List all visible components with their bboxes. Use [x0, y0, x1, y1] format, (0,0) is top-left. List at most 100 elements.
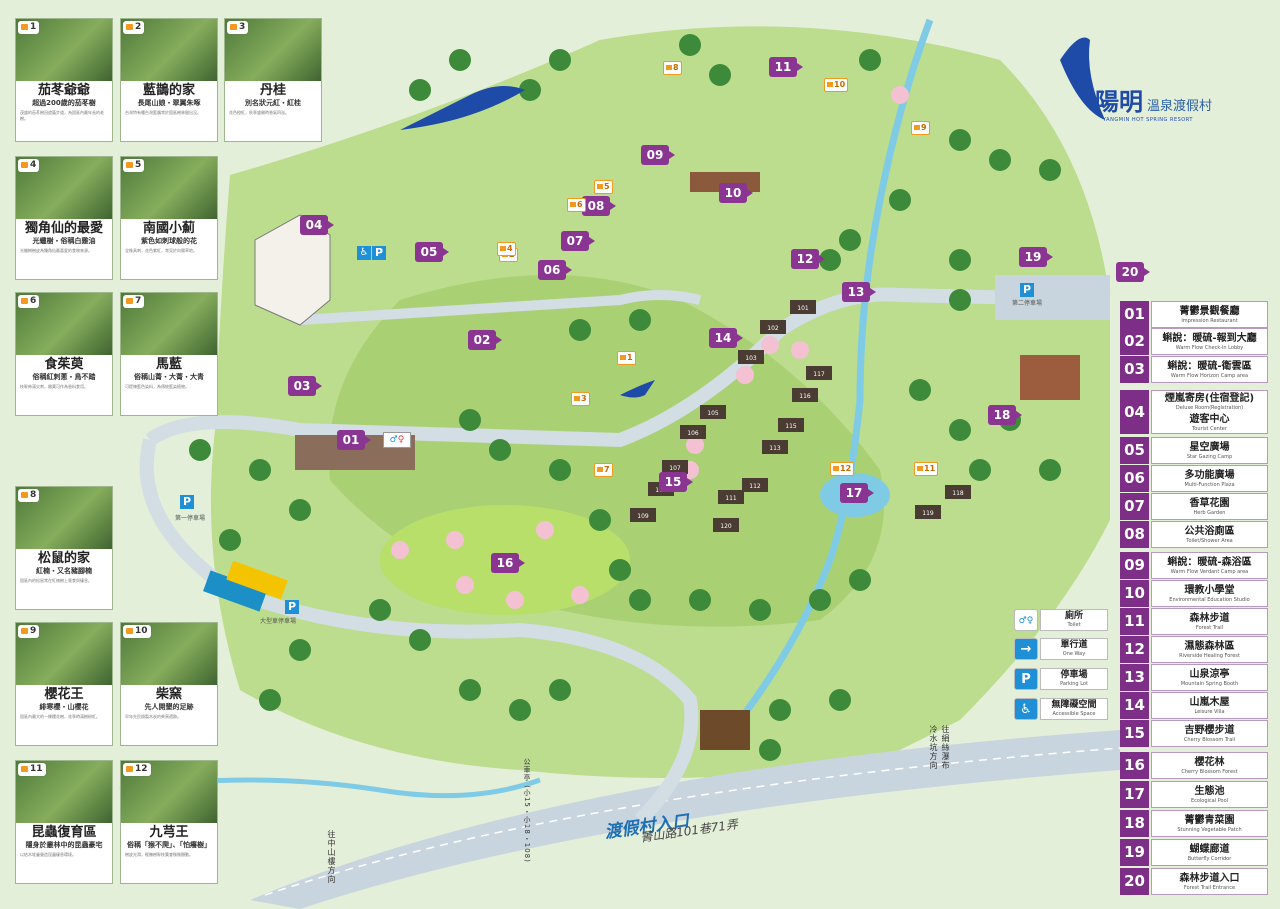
map-marker[interactable]: 14 [709, 328, 743, 348]
to-waterfall-label: 往絹絲瀑布 [941, 725, 950, 770]
cabin-number: 119 [922, 510, 934, 517]
camera-point[interactable]: 12 [830, 462, 855, 476]
camera-point[interactable]: 7 [594, 463, 613, 477]
cherry-tree [736, 366, 754, 384]
cabin [760, 320, 786, 334]
camera-point[interactable]: 1 [617, 351, 636, 365]
tree [449, 49, 471, 71]
legend-number: 15 [1120, 720, 1149, 747]
map-marker[interactable]: 02 [468, 330, 502, 350]
map-marker[interactable]: 04 [300, 215, 334, 235]
card-subtitle: 長尾山娘・翠翼朱啄 [137, 99, 201, 107]
card-title: 九芎王 [149, 825, 189, 840]
camera-point[interactable]: 6 [567, 198, 586, 212]
wheelchair-icon: ♿ [1014, 698, 1038, 720]
map-marker[interactable]: 10 [719, 183, 753, 203]
camera-icon [597, 184, 603, 189]
legend-number: 19 [1120, 839, 1149, 866]
camera-point[interactable]: 4 [497, 242, 516, 256]
camera-point[interactable]: 3 [571, 392, 590, 406]
map-marker[interactable]: 18 [988, 405, 1022, 425]
map-marker[interactable]: 06 [538, 260, 572, 280]
tree [889, 189, 911, 211]
map-marker[interactable]: 03 [288, 376, 322, 396]
camera-icon [21, 161, 28, 168]
card-number: 2 [123, 21, 145, 34]
card-title: 丹桂 [259, 83, 286, 98]
tree [819, 249, 841, 271]
camera-point[interactable]: 9 [911, 121, 930, 135]
tree [519, 79, 541, 101]
card-description: 早年先民燒製木炭的柴窯遺跡。 [125, 714, 181, 719]
cherry-tree [891, 86, 909, 104]
card-photo: 6 [16, 293, 112, 355]
card-number: 8 [18, 489, 40, 502]
card-photo: 12 [121, 761, 217, 823]
tree [369, 599, 391, 621]
legend-number: 01 [1120, 301, 1149, 328]
map-marker[interactable]: 19 [1019, 247, 1053, 267]
tree [259, 689, 281, 711]
cabin-number: 101 [797, 305, 809, 312]
tree [459, 679, 481, 701]
tree [629, 589, 651, 611]
cherry-tree [446, 531, 464, 549]
camera-point[interactable]: 8 [663, 61, 682, 75]
map-marker[interactable]: 09 [641, 145, 675, 165]
map-marker[interactable]: 15 [659, 472, 693, 492]
logo-main-text: 陽明 [1095, 87, 1143, 116]
tree [989, 149, 1011, 171]
map-marker[interactable]: 07 [561, 231, 595, 251]
cherry-tree [536, 521, 554, 539]
card-description: 枝幹佈滿尖刺，嫩葉可作為香料食用。 [20, 384, 88, 389]
camera-point[interactable]: 11 [914, 462, 939, 476]
cabin-number: 116 [799, 393, 811, 400]
map-marker[interactable]: 11 [769, 57, 803, 77]
tree [689, 589, 711, 611]
cabin [718, 490, 744, 504]
one-way-arrow-icon: → [1014, 638, 1038, 660]
tree [629, 309, 651, 331]
parking-icon: P [285, 600, 299, 614]
map-marker[interactable]: 05 [415, 242, 449, 262]
parking-icon: P [1014, 668, 1038, 690]
tree [949, 289, 971, 311]
camera-point[interactable]: 10 [824, 78, 849, 92]
map-marker[interactable]: 08 [582, 196, 616, 216]
tree [809, 589, 831, 611]
camera-icon [833, 466, 839, 471]
map-marker[interactable]: 12 [791, 249, 825, 269]
legend-number: 02 [1120, 328, 1149, 355]
map-marker[interactable]: 20 [1116, 262, 1150, 282]
parking-2-label: 第二停車場 [1012, 300, 1043, 307]
map-marker[interactable]: 01 [337, 430, 371, 450]
map-marker[interactable]: 17 [840, 483, 874, 503]
toilet-icon: ♂♀ [1014, 609, 1038, 631]
camera-icon [21, 627, 28, 634]
map-marker[interactable]: 13 [842, 282, 876, 302]
cabin [806, 366, 832, 380]
map-marker[interactable]: 16 [491, 553, 525, 573]
camera-point[interactable]: 5 [594, 180, 613, 194]
cherry-tree [761, 336, 779, 354]
cabin-number: 103 [745, 355, 757, 362]
